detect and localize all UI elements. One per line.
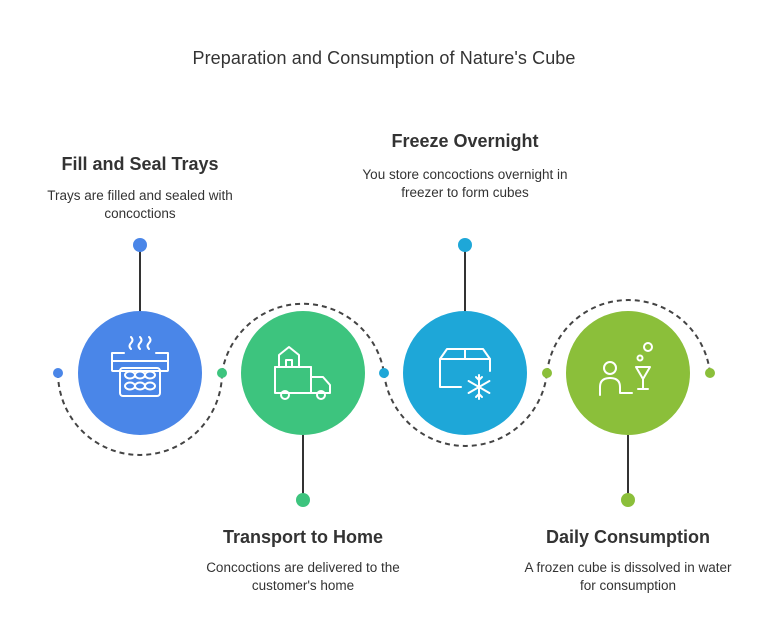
- step2-description: Concoctions are delivered to the custome…: [206, 560, 400, 593]
- stem-dot-step4: [621, 493, 635, 507]
- stems: [139, 245, 629, 500]
- person-drink-icon: [599, 342, 653, 396]
- step1-title: Fill and Seal Trays: [61, 154, 219, 174]
- junction-dot-2: [379, 368, 389, 378]
- step2-title: Transport to Home: [222, 527, 383, 547]
- junction-dot-start: [53, 368, 63, 378]
- diagram-title: Preparation and Consumption of Nature's …: [192, 48, 576, 68]
- step4-description: A frozen cube is dissolved in water for …: [524, 560, 732, 593]
- step4-circle: [566, 311, 690, 435]
- tray-steam-icon: [111, 336, 169, 397]
- stem-dot-step1: [133, 238, 147, 252]
- arc-step3: [383, 372, 548, 447]
- step3-title: Freeze Overnight: [391, 131, 539, 151]
- step1-circle: [78, 311, 202, 435]
- step1-description: Trays are filled and sealed with concoct…: [47, 188, 233, 221]
- stem-dot-step2: [296, 493, 310, 507]
- arc-step1: [57, 372, 223, 456]
- junction-dot-3: [542, 368, 552, 378]
- step4-title: Daily Consumption: [545, 527, 710, 547]
- step3-description: You store concoctions overnight in freez…: [362, 167, 568, 200]
- step3-circle: [403, 311, 527, 435]
- arc-step4: [546, 299, 711, 374]
- delivery-truck-icon: [274, 346, 331, 400]
- stem-dot-step3: [458, 238, 472, 252]
- box-snowflake-icon: [439, 348, 491, 400]
- connector-arcs: [57, 299, 711, 456]
- step2-circle: [241, 311, 365, 435]
- junction-dot-1: [217, 368, 227, 378]
- junction-dot-end: [705, 368, 715, 378]
